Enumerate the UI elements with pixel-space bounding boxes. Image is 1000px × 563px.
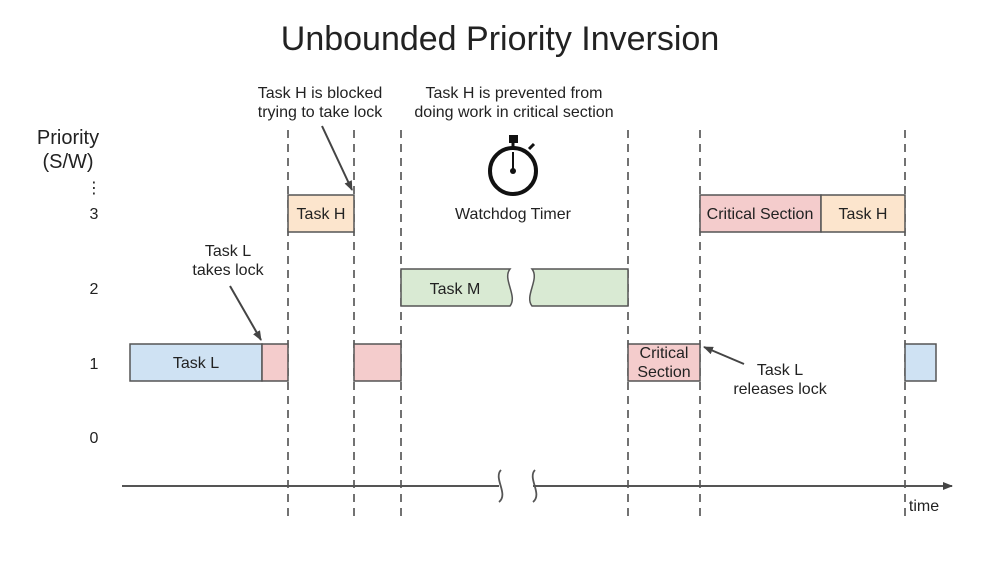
annotation-l-releases-lock: releases lock <box>733 381 827 398</box>
task-m-block <box>400 268 513 307</box>
annotation-arrow <box>703 346 745 365</box>
x-axis-label: time <box>909 498 939 515</box>
task-h-label: Task H <box>297 206 346 223</box>
watchdog-timer-label: Watchdog Timer <box>455 206 572 223</box>
diagram-title: Unbounded Priority Inversion <box>281 20 719 58</box>
y-axis-label: Priority <box>37 127 99 149</box>
y-axis-ellipsis: ⋮ <box>86 180 102 197</box>
critical-section-label: Section <box>637 364 690 381</box>
annotation-arrow <box>229 285 262 341</box>
annotation-l-releases-lock: Task L <box>757 362 803 379</box>
priority-level-3: 3 <box>90 206 99 223</box>
task-l-block <box>129 343 263 382</box>
y-axis-label-unit: (S/W) <box>42 151 93 173</box>
task-l-label: Task L <box>173 355 219 372</box>
critical-section-label: Critical <box>640 345 689 362</box>
priority-level-0: 0 <box>90 430 99 447</box>
axis-break-mark <box>497 469 504 503</box>
task-h-block <box>287 194 355 233</box>
task-h-label: Task H <box>839 206 888 223</box>
annotation-arrow <box>321 125 353 191</box>
axis-break-mark <box>531 469 538 503</box>
priority-level-1: 1 <box>90 356 99 373</box>
lock-block <box>353 343 402 382</box>
task-h-block <box>820 194 906 233</box>
annotation-h-prevented: Task H is prevented from <box>426 85 603 102</box>
stopwatch-icon <box>488 135 538 196</box>
annotation-l-takes-lock: takes lock <box>192 262 264 279</box>
task-m-block <box>529 268 629 307</box>
priority-level-2: 2 <box>90 281 99 298</box>
annotation-l-takes-lock: Task L <box>205 243 251 260</box>
lock-block <box>261 343 289 382</box>
annotation-h-blocked: trying to take lock <box>258 104 384 121</box>
task-l-block <box>904 343 937 382</box>
critical-section-label: Critical Section <box>707 206 814 223</box>
task-m-label: Task M <box>430 281 481 298</box>
annotation-h-prevented: doing work in critical section <box>414 104 613 121</box>
critical-section-block <box>699 194 822 233</box>
critical-section-block <box>627 343 701 382</box>
annotation-h-blocked: Task H is blocked <box>258 85 383 102</box>
